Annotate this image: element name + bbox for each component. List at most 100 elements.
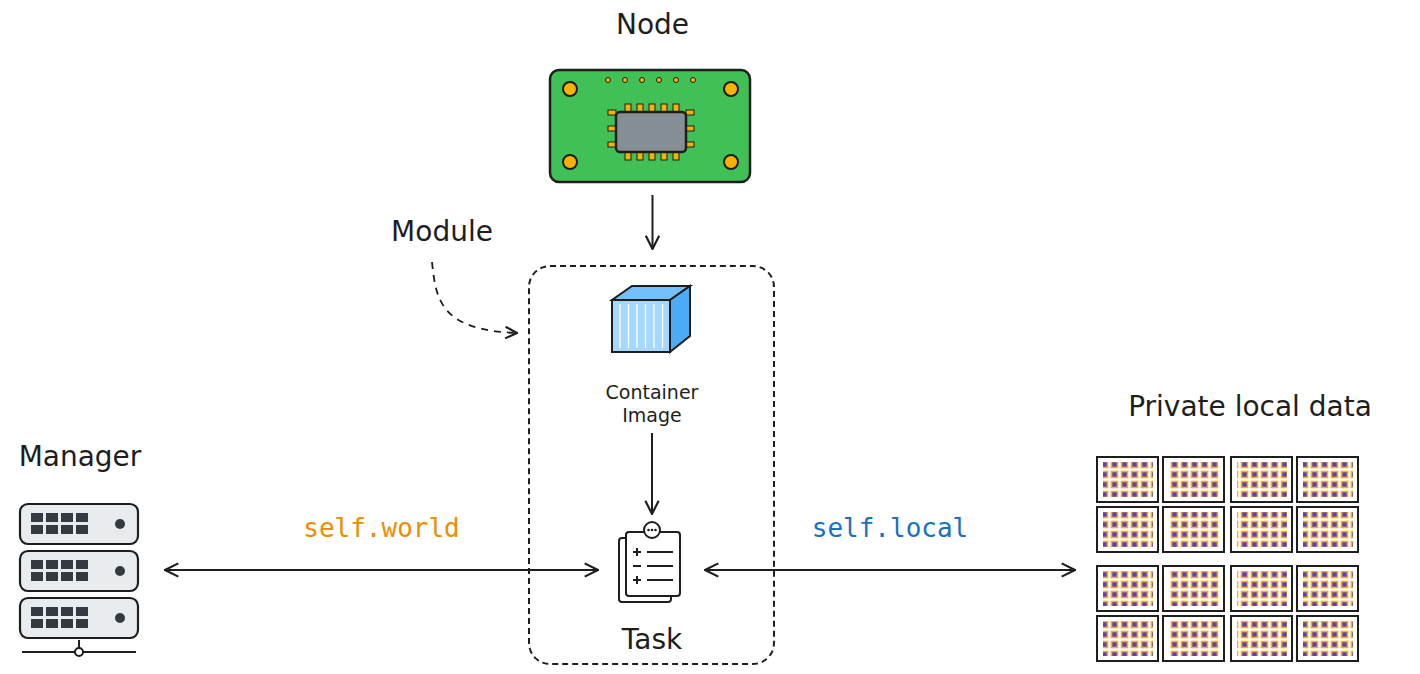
- node-label: Node: [545, 8, 760, 42]
- board: [550, 70, 750, 182]
- data-pixels: [1237, 512, 1287, 547]
- task-node: Task: [602, 522, 702, 657]
- server-slot: [31, 619, 43, 628]
- data-pixels: [1103, 462, 1153, 497]
- server-slot: [46, 513, 58, 522]
- data-tile: [1097, 566, 1158, 611]
- rib: [653, 304, 654, 348]
- board-node: Node: [545, 8, 760, 193]
- connector-arrow: [652, 195, 654, 249]
- pad: [657, 78, 662, 83]
- circuit-board: [550, 70, 750, 182]
- edge-label: self.local: [809, 513, 972, 543]
- pad: [691, 78, 696, 83]
- container-front: [612, 300, 670, 352]
- pad: [623, 78, 628, 83]
- data-tile: [1163, 457, 1224, 502]
- server-slot: [31, 513, 43, 522]
- data-pixels: [1303, 462, 1353, 497]
- server-slot: [61, 525, 73, 534]
- server-slot: [76, 513, 88, 522]
- server-slot: [61, 513, 73, 522]
- image-node: Container Image: [582, 282, 722, 427]
- server-slot: [61, 619, 73, 628]
- server-slot: [31, 607, 43, 616]
- edge-label: self.world: [300, 513, 463, 543]
- node-label: Container Image: [592, 381, 712, 427]
- server-led: [115, 566, 125, 576]
- badge-dot: [647, 529, 650, 532]
- mount-hole: [724, 82, 738, 96]
- data-pixels: [1237, 571, 1287, 606]
- server-port: [75, 648, 83, 656]
- callout-leader: [432, 262, 517, 333]
- server-led: [115, 519, 125, 529]
- server-slot: [46, 560, 58, 569]
- data-tile: [1231, 616, 1292, 661]
- server-slot: [46, 619, 58, 628]
- data-pixels: [1237, 621, 1287, 656]
- chip-pin: [686, 110, 694, 115]
- pad: [606, 78, 611, 83]
- data-tile: [1163, 566, 1224, 611]
- data-tile: [1297, 507, 1358, 552]
- data-pixels: [1169, 571, 1219, 606]
- board-pads: [606, 78, 696, 83]
- server-led: [115, 613, 125, 623]
- server-case: [20, 551, 138, 591]
- server-case: [20, 598, 138, 638]
- page-badge: [644, 522, 660, 538]
- data-pixels: [1237, 462, 1287, 497]
- data-pixels: [1169, 512, 1219, 547]
- node-label: Task: [602, 623, 702, 657]
- badge-dot: [654, 529, 657, 532]
- data-tile: [1163, 507, 1224, 552]
- server-case: [20, 504, 138, 544]
- server-slot: [61, 572, 73, 581]
- chip-pin: [608, 110, 616, 115]
- data-pixels: [1303, 512, 1353, 547]
- server-slot: [76, 560, 88, 569]
- container-side: [670, 286, 690, 352]
- data-grid: [1097, 457, 1358, 661]
- data-tile: [1231, 507, 1292, 552]
- mount-hole: [563, 82, 577, 96]
- data-tile: [1297, 457, 1358, 502]
- data-tile: [1297, 616, 1358, 661]
- pad: [674, 78, 679, 83]
- node-label: Module: [391, 215, 493, 249]
- data-tile: [1231, 457, 1292, 502]
- data-pixels: [1303, 621, 1353, 656]
- chip-pins: [608, 104, 694, 160]
- server-slot: [76, 525, 88, 534]
- server-unit: [20, 598, 138, 638]
- container-ribs: [620, 304, 663, 348]
- data-pixels: [1103, 571, 1153, 606]
- mount-hole: [563, 155, 577, 169]
- data-pixels: [1303, 571, 1353, 606]
- connector-arrow: [165, 569, 598, 571]
- server-slot: [31, 560, 43, 569]
- data-tile: [1297, 566, 1358, 611]
- rib: [636, 304, 637, 348]
- chip: [616, 112, 686, 152]
- data-tile: [1163, 616, 1224, 661]
- connector-arrow: [705, 569, 1075, 571]
- connector-arrow: [651, 433, 653, 514]
- rib: [619, 304, 620, 348]
- server-slot: [76, 572, 88, 581]
- data-pixels: [1103, 621, 1153, 656]
- data-pixels: [1169, 621, 1219, 656]
- data-pixels: [1103, 512, 1153, 547]
- manager-node: Manager: [5, 440, 155, 660]
- server-slot: [46, 525, 58, 534]
- rib: [645, 304, 646, 348]
- data-pixels: [1169, 462, 1219, 497]
- rib: [662, 304, 663, 348]
- data-node: Private local data: [1090, 390, 1410, 660]
- task-icon: [619, 522, 680, 602]
- page-front: [626, 532, 680, 596]
